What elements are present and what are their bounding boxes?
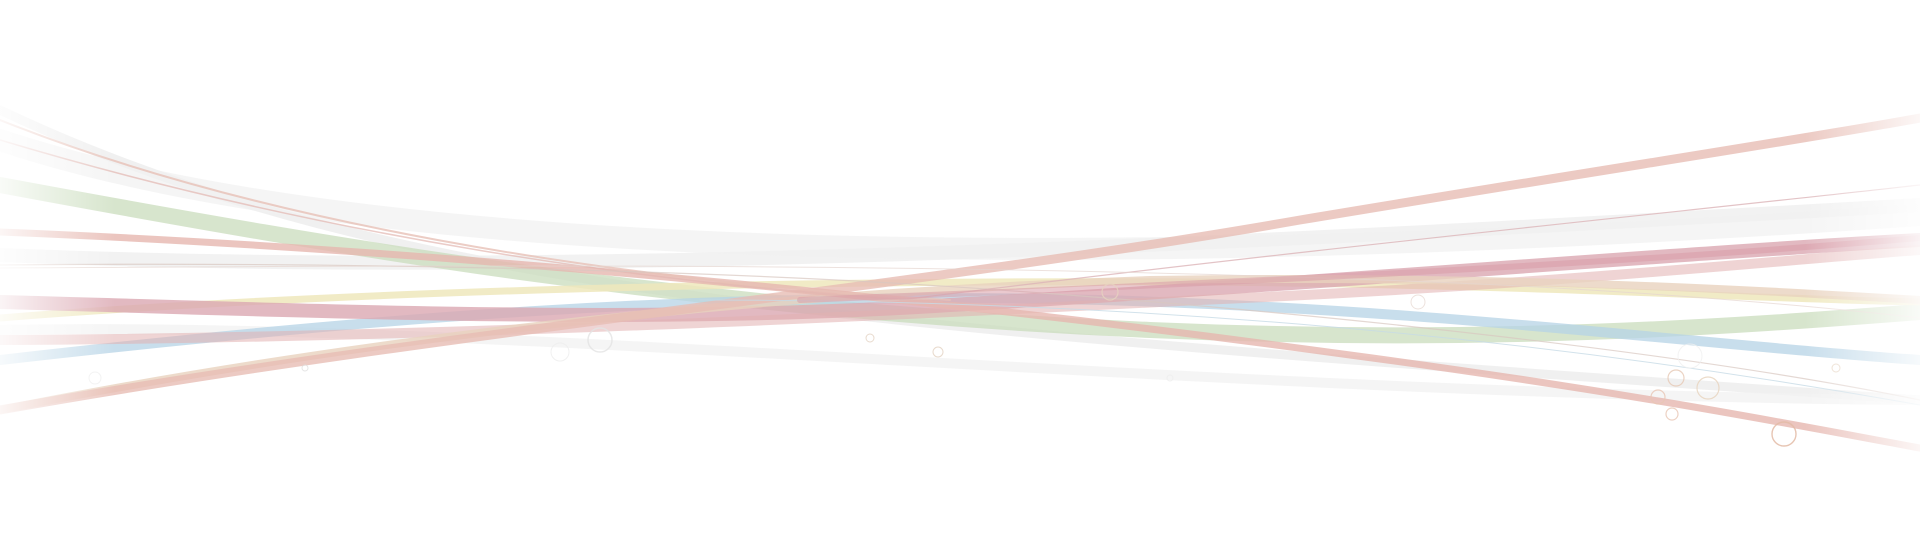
wave-ribbons-graphic (0, 0, 1920, 554)
edge-fade-overlay (0, 0, 1920, 554)
decorative-wave-banner (0, 0, 1920, 554)
